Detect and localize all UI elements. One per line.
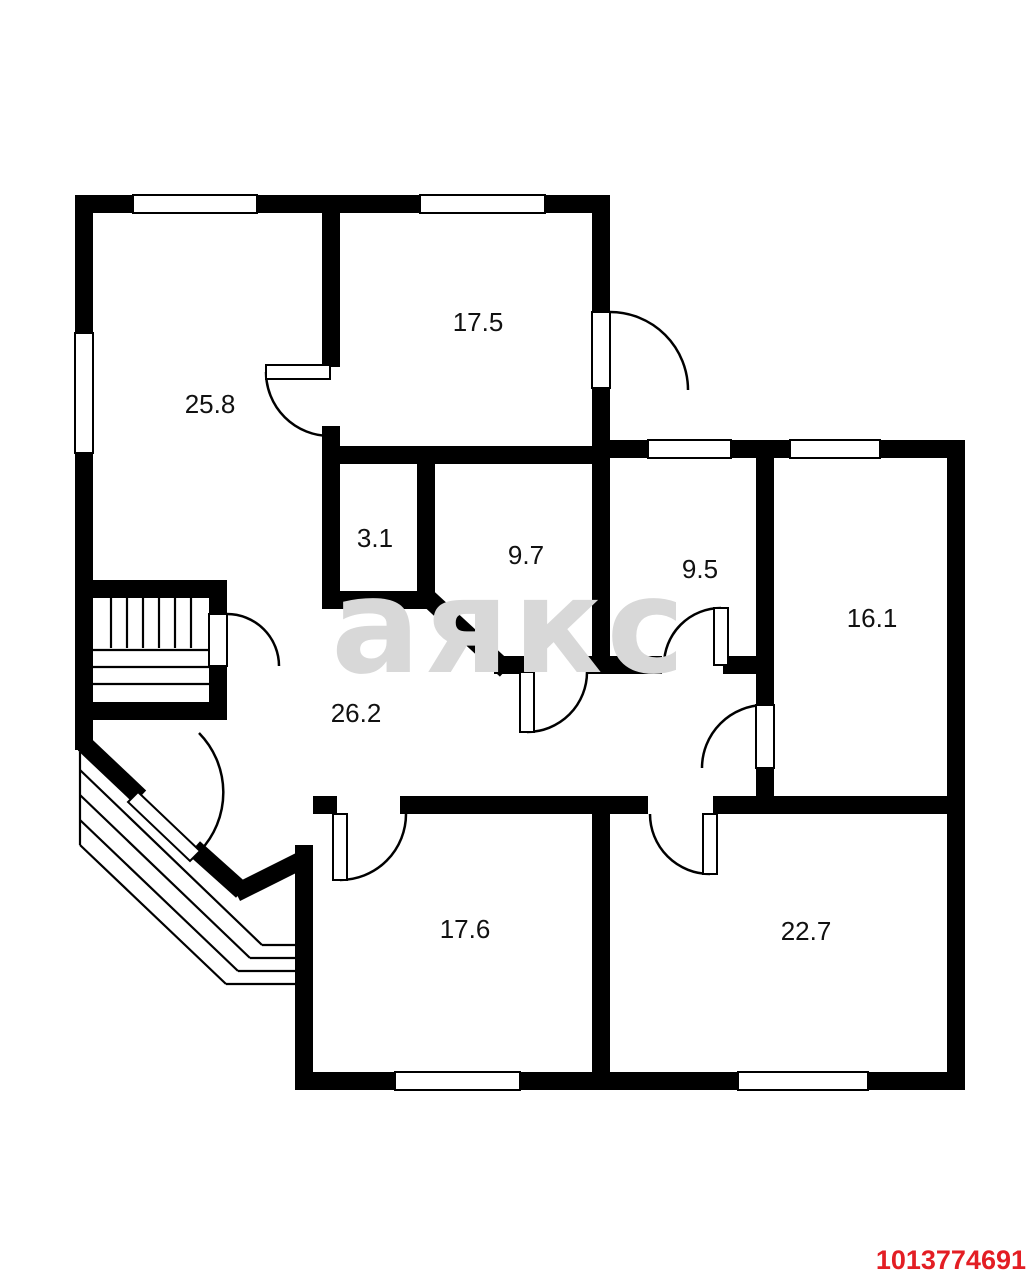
window [394, 1071, 521, 1091]
wall-segment [75, 580, 227, 598]
wall-segment [400, 796, 648, 814]
room-area-label: 3.1 [357, 523, 393, 553]
wall-segment [322, 195, 340, 367]
window [789, 439, 881, 459]
door-leaf [265, 364, 331, 380]
wall-segment [322, 446, 610, 464]
door-swing-arc [526, 671, 589, 734]
wall-segment [610, 656, 662, 674]
wall-segment [723, 656, 765, 674]
wall-segment-diagonal [77, 737, 147, 804]
door-swing-arc [700, 703, 766, 769]
door-leaf [332, 813, 348, 881]
door-leaf [126, 790, 202, 863]
window [737, 1071, 869, 1091]
room-area-label: 9.7 [508, 540, 544, 570]
room-area-label: 17.6 [440, 914, 491, 944]
porch-step-line [79, 844, 227, 985]
door-leaf [519, 671, 535, 733]
window [419, 194, 546, 214]
window [132, 194, 258, 214]
wall-segment [592, 458, 610, 674]
window [647, 439, 732, 459]
doors-layer [126, 310, 775, 882]
wall-segment [592, 388, 610, 458]
door-swing-arc [339, 813, 408, 882]
wall-segment [209, 580, 227, 614]
wall-segment [592, 805, 610, 1090]
wall-segment [756, 440, 774, 705]
wall-segment-diagonal [187, 841, 249, 898]
wall-segment [713, 796, 965, 814]
room-area-label: 22.7 [781, 916, 832, 946]
door-leaf [702, 813, 718, 875]
listing-id: 1013774691 [876, 1245, 1026, 1275]
wall-segment-diagonal [421, 591, 513, 677]
wall-segment [313, 796, 337, 814]
porch-step-line [79, 794, 251, 959]
door-swing-arc [662, 606, 722, 666]
door-swing-arc [226, 612, 281, 667]
wall-segment [947, 440, 965, 1090]
window [74, 332, 94, 454]
watermark-text: аякс [331, 550, 689, 704]
wall-segment [75, 195, 93, 750]
wall-segment [75, 702, 227, 720]
door-swing-arc [648, 813, 711, 876]
wall-segment [322, 591, 435, 609]
door-swing-arc [609, 310, 690, 391]
door-leaf [208, 613, 228, 667]
wall-segment [322, 426, 340, 609]
wall-segment [756, 768, 774, 805]
room-area-label: 25.8 [185, 389, 236, 419]
door-swing-arc [198, 732, 225, 852]
door-leaf [755, 704, 775, 769]
staircase [93, 598, 209, 686]
wall-segment [592, 195, 610, 312]
door-swing-arc [264, 371, 331, 438]
windows-layer [74, 194, 881, 1091]
room-area-label: 9.5 [682, 554, 718, 584]
wall-segment [417, 455, 435, 609]
room-labels-layer: 25.8 17.5 3.1 9.7 9.5 16.1 26.2 17.6 22.… [185, 307, 898, 946]
porch-step-line [79, 819, 239, 972]
room-area-label: 17.5 [453, 307, 504, 337]
porch-steps [78, 752, 295, 986]
room-area-label: 26.2 [331, 698, 382, 728]
door-leaf [713, 607, 729, 666]
porch-step-line [79, 769, 263, 946]
wall-segment [295, 845, 313, 1090]
door-leaf [591, 311, 611, 389]
room-area-label: 16.1 [847, 603, 898, 633]
wall-segment-diagonal [231, 848, 313, 902]
